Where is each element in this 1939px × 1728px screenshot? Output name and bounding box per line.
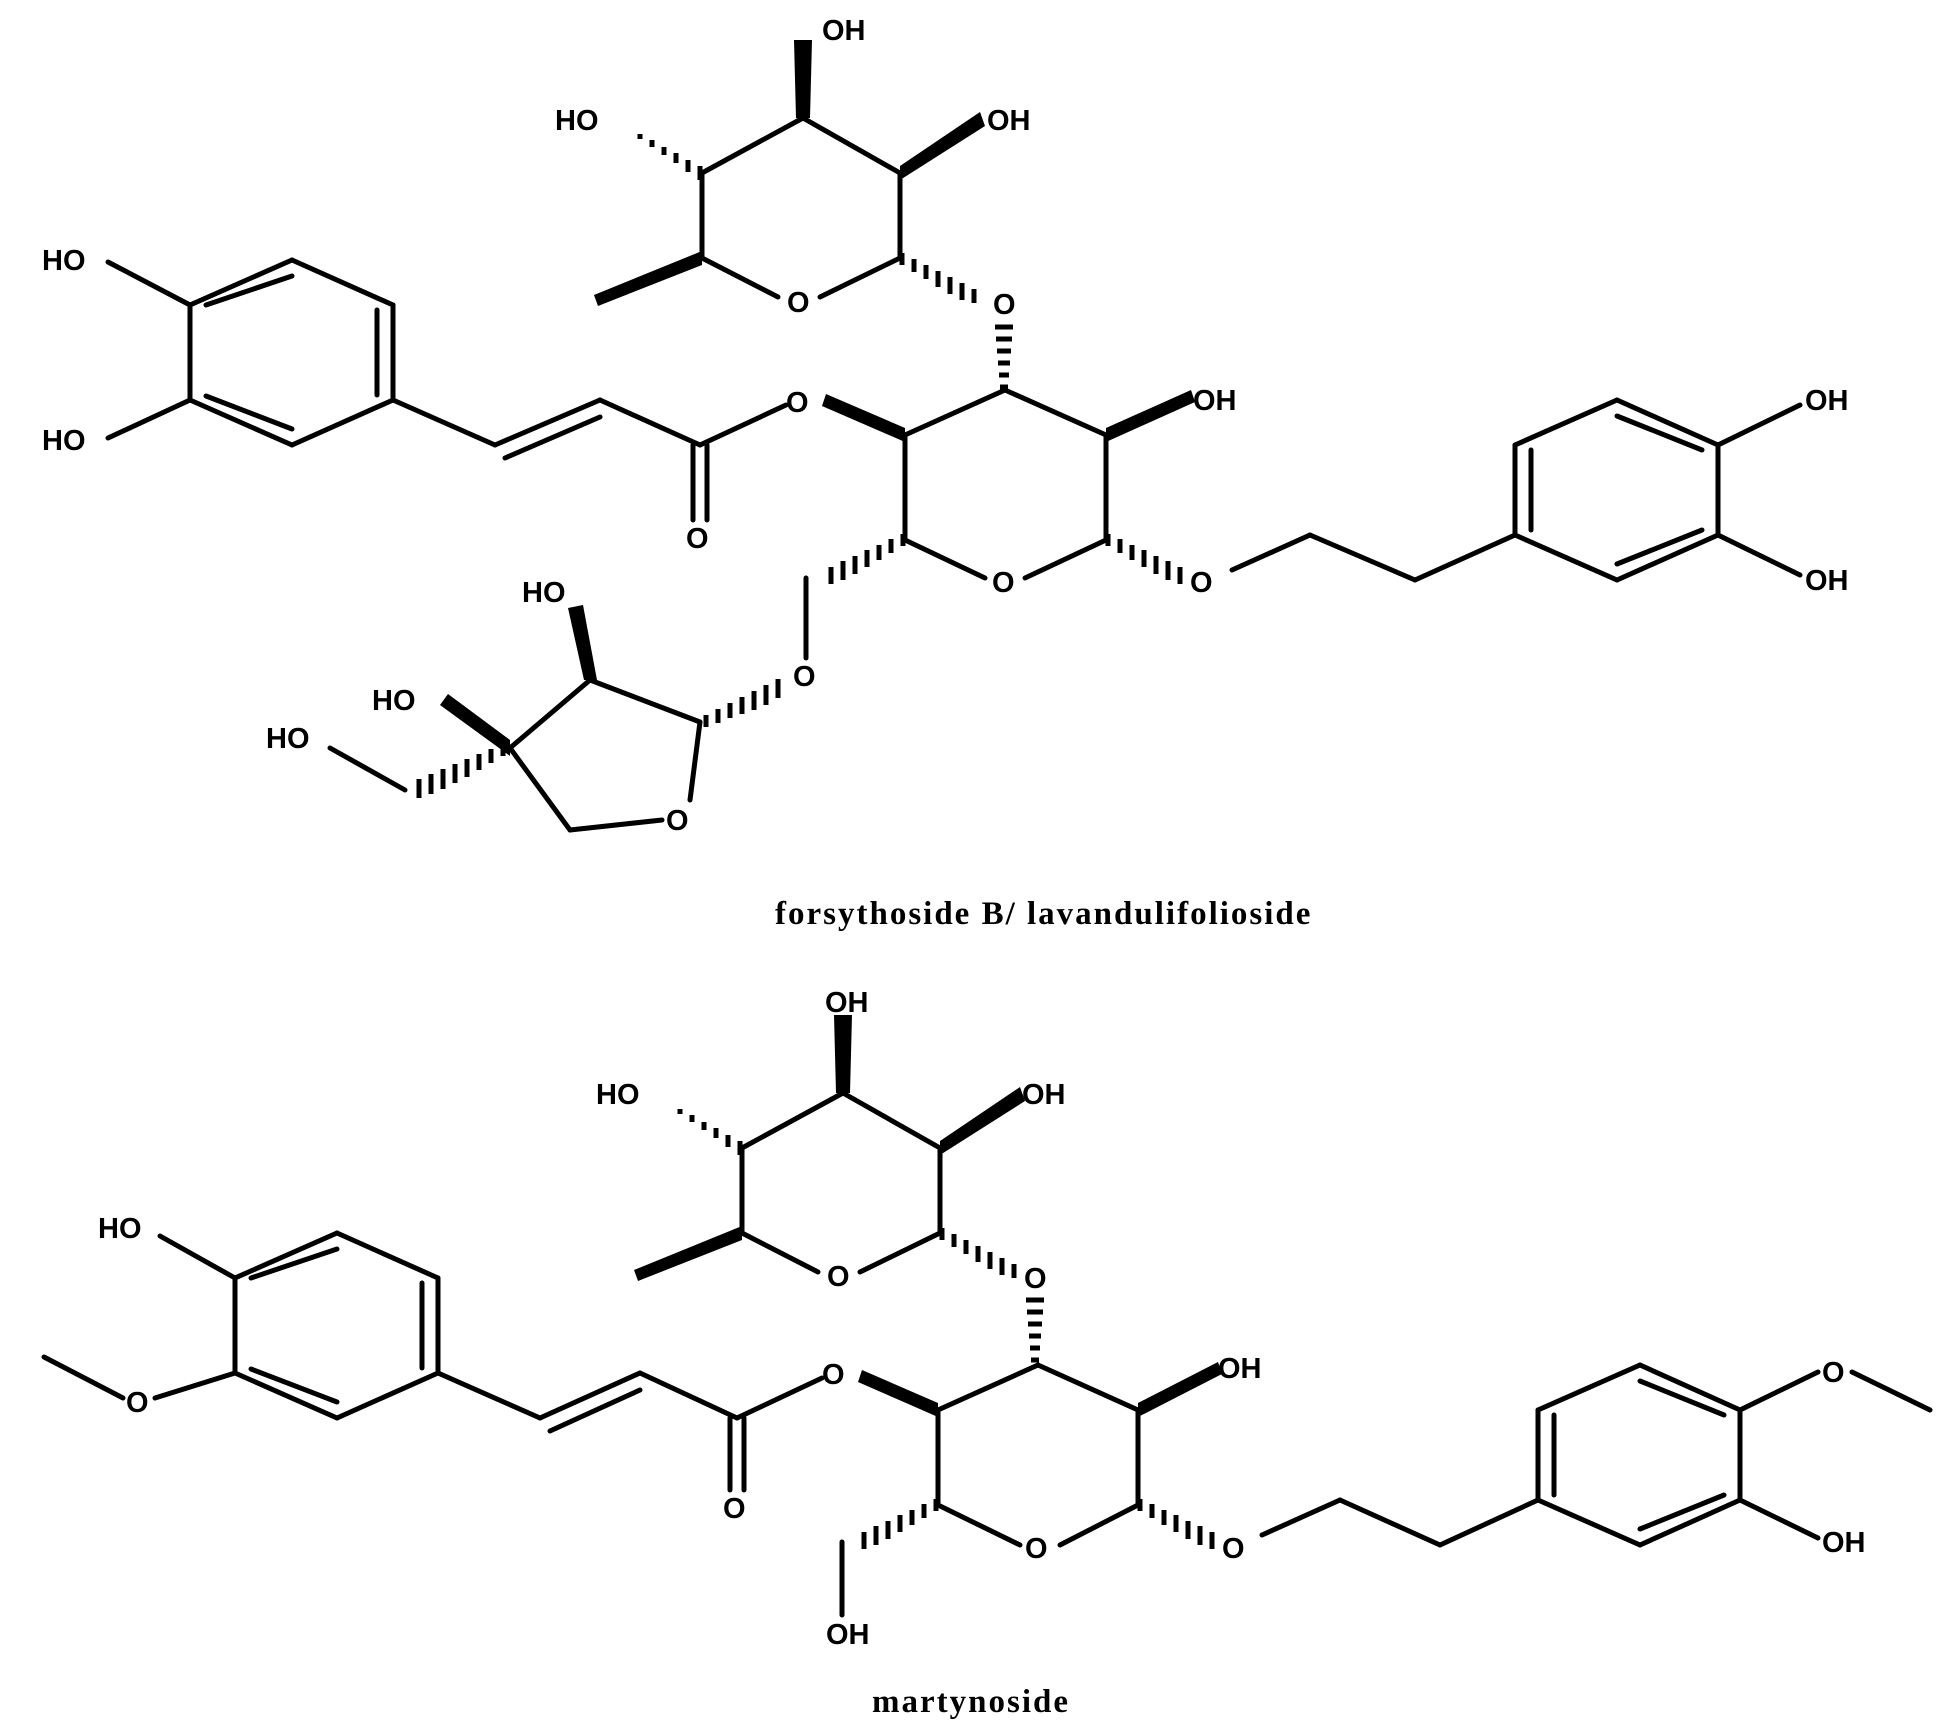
phenylethyl-ring-1: OH OH bbox=[1229, 385, 1849, 597]
glucose-ring-1: OH O O bbox=[803, 385, 1237, 661]
hash-bond bbox=[1105, 534, 1183, 584]
atom-label: HO bbox=[372, 685, 416, 717]
hash-bond bbox=[677, 1109, 743, 1155]
atom-label: HO bbox=[42, 425, 86, 457]
atom-label: O bbox=[992, 567, 1015, 599]
hash-bond bbox=[1137, 1499, 1215, 1549]
feruloyl-ring: HO O O O bbox=[41, 1213, 845, 1525]
atom-label: OH bbox=[987, 105, 1031, 137]
hash-bond bbox=[861, 1499, 939, 1549]
atom-label: O bbox=[126, 1387, 149, 1419]
atom-label: O bbox=[666, 805, 689, 837]
atom-label: O bbox=[1024, 1263, 1047, 1295]
atom-label: OH bbox=[1022, 1079, 1066, 1111]
atom-label: HO bbox=[596, 1079, 640, 1111]
atom-label: OH bbox=[1805, 565, 1849, 597]
rhamnose-ring-1: OH HO OH O O bbox=[555, 15, 1031, 321]
atom-label: HO bbox=[266, 723, 310, 755]
atom-label: OH bbox=[1193, 385, 1237, 417]
atom-label: O bbox=[1822, 1357, 1845, 1389]
atom-label: O bbox=[793, 661, 816, 693]
hash-bond bbox=[703, 679, 781, 727]
hash-bond bbox=[995, 324, 1013, 390]
atom-label: O bbox=[993, 289, 1016, 321]
atom-label: O bbox=[686, 523, 709, 555]
atom-label: O bbox=[1025, 1533, 1048, 1565]
phenylethyl-ring-2: O OH bbox=[1259, 1357, 1933, 1559]
molecule-martynoside: OH HO OH O O bbox=[41, 987, 1933, 1720]
atom-label: O bbox=[1222, 1533, 1245, 1565]
atom-label: OH bbox=[1822, 1527, 1866, 1559]
atom-label: O bbox=[723, 1493, 746, 1525]
apiose-ring: O bbox=[266, 577, 816, 837]
atom-label: O bbox=[822, 1359, 845, 1391]
hash-bond bbox=[828, 534, 906, 584]
molecule-caption: martynoside bbox=[872, 1684, 1070, 1720]
molecule-forsythoside-b: OH HO OH O O bbox=[42, 15, 1849, 932]
hash-bond bbox=[939, 1228, 1017, 1278]
hash-bond bbox=[637, 134, 703, 180]
atom-label: OH bbox=[822, 15, 866, 47]
atom-label: HO bbox=[555, 105, 599, 137]
hash-bond bbox=[899, 253, 977, 303]
atom-label: OH bbox=[826, 1619, 870, 1651]
caffeoyl-ring: HO HO O O bbox=[42, 245, 809, 555]
molecule-caption: forsythoside B/ lavandulifolioside bbox=[775, 896, 1312, 932]
atom-label: OH bbox=[1218, 1353, 1262, 1385]
atom-label: O bbox=[827, 1261, 850, 1293]
rhamnose-ring-2: OH HO OH O O bbox=[596, 987, 1066, 1295]
atom-label: O bbox=[787, 287, 810, 319]
atom-label: O bbox=[1190, 567, 1213, 599]
atom-label: O bbox=[786, 387, 809, 419]
atom-label: HO bbox=[522, 577, 566, 609]
atom-label: HO bbox=[42, 245, 86, 277]
atom-label: HO bbox=[98, 1213, 142, 1245]
hash-bond bbox=[416, 744, 506, 798]
glucose-ring-2: OH O O OH bbox=[826, 1353, 1262, 1651]
atom-label: OH bbox=[825, 987, 869, 1019]
hash-bond bbox=[1026, 1297, 1044, 1363]
atom-label: OH bbox=[1805, 385, 1849, 417]
